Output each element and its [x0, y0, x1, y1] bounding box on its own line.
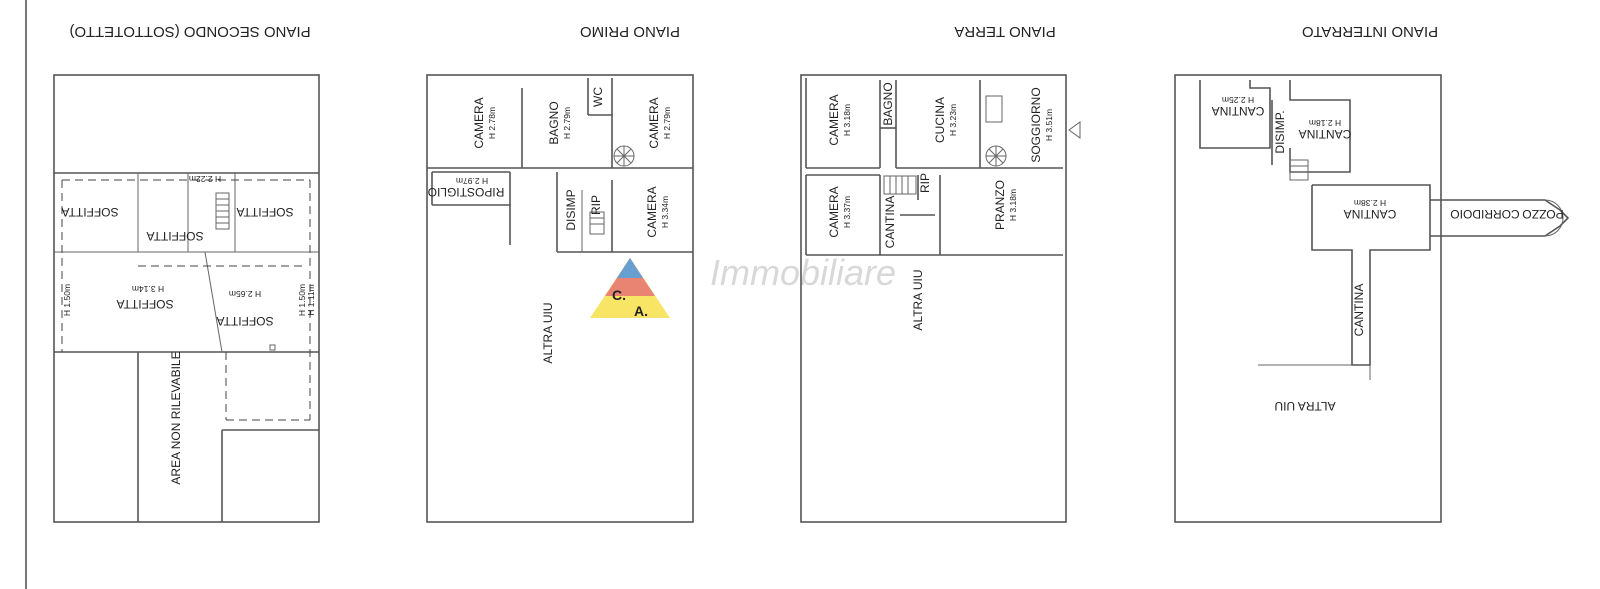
plan-piano-terra: CAMERA H 3.18m BAGNO CUCINA H 3.23m SOGG…: [800, 74, 1081, 523]
plan-piano-interrato: CANTINA H 2.25m DISIMP. CANTINA H 2.18m …: [1174, 74, 1570, 523]
watermark: Immobiliare C. A.: [590, 252, 896, 319]
height-label: H 2.25m: [1222, 95, 1254, 105]
room-bagno: BAGNO: [547, 101, 561, 144]
room-disimp: DISIMP: [564, 189, 578, 230]
room-soggiorno: SOGGIORNO: [1029, 87, 1043, 162]
height-label: H 3.14m: [132, 284, 164, 294]
room-cantina-3: CANTINA: [1344, 207, 1397, 221]
room-rip: RIP: [918, 173, 932, 193]
room-pranzo: PRANZO: [993, 180, 1007, 230]
height-label: H 2.79m: [562, 107, 572, 139]
room-bagno: BAGNO: [881, 82, 895, 125]
height-label: H 3.34m: [660, 196, 670, 228]
room-rip: RIP: [589, 195, 603, 215]
height-label: H 2.79m: [662, 107, 672, 139]
room-altra-uiu: ALTRA UIU: [541, 302, 555, 363]
outline-interrato: [1174, 74, 1442, 523]
room-camera-1: CAMERA: [827, 94, 841, 145]
room-soffitta-c: SOFFITTA: [146, 229, 203, 243]
height-label: H 2.18m: [1309, 118, 1341, 128]
height-label: H 2.78m: [487, 107, 497, 139]
height-label: H 2.38m: [1354, 198, 1386, 208]
room-cantina-4: CANTINA: [1352, 284, 1366, 337]
logo-letter-c: C.: [612, 287, 626, 303]
room-wc: WC: [591, 87, 605, 107]
room-soffitta-d: SOFFITTA: [116, 297, 173, 311]
room-altra-uiu: ALTRA UIU: [911, 269, 925, 330]
room-soffitta-a: SOFFITTA: [61, 205, 118, 219]
height-label: H 1.50m: [62, 284, 72, 316]
room-pozzo: POZZO: [1522, 207, 1563, 221]
outline-terra: [800, 74, 1067, 523]
room-area-non-rilevabile: AREA NON RILEVABILE: [169, 351, 183, 484]
height-label: H 1.11m: [306, 284, 316, 316]
room-cucina: CUCINA: [933, 97, 947, 143]
room-soffitta-e: SOFFITTA: [216, 314, 273, 328]
ca-logo: C. A.: [590, 258, 670, 319]
height-label: H 3.37m: [842, 196, 852, 228]
room-camera-1: CAMERA: [472, 97, 486, 148]
plan-piano-secondo: SOFFITTA SOFFITTA SOFFITTA SOFFITTA SOFF…: [53, 74, 320, 523]
room-camera-2: CAMERA: [647, 97, 661, 148]
height-label: H 3.51m: [1044, 109, 1054, 141]
height-label: H 3.18m: [842, 104, 852, 136]
height-label: H 3.18m: [1008, 189, 1018, 221]
title-piano-terra: PIANO TERRA: [954, 23, 1055, 40]
room-ripostiglio: RIPOSTIGLIO: [428, 185, 505, 199]
height-label: H 2.65m: [229, 289, 261, 299]
outline-secondo: [53, 74, 320, 523]
height-label: H 2.22m: [189, 174, 221, 184]
height-label: H 2.97m: [456, 176, 488, 186]
title-piano-interrato: PIANO INTERRATO: [1302, 23, 1438, 40]
room-altra-uiu: ALTRA UIU: [1274, 399, 1335, 413]
room-corridoio: CORRIDOIO: [1450, 207, 1519, 221]
room-cantina-2: CANTINA: [1299, 127, 1352, 141]
room-cantina: CANTINA: [883, 196, 897, 249]
title-piano-secondo: PIANO SECONDO (SOTTOTETTO): [69, 23, 310, 40]
watermark-text: Immobiliare: [710, 252, 896, 293]
room-soffitta-b: SOFFITTA: [236, 205, 293, 219]
logo-letter-a: A.: [634, 303, 648, 319]
room-camera-2: CAMERA: [827, 186, 841, 237]
height-label: H 3.23m: [948, 104, 958, 136]
height-label: H 1.50m: [297, 284, 307, 316]
title-piano-primo: PIANO PRIMO: [580, 23, 680, 40]
room-camera-3: CAMERA: [645, 186, 659, 237]
room-cantina-1: CANTINA: [1212, 104, 1265, 118]
titles: PIANO SECONDO (SOTTOTETTO) PIANO PRIMO P…: [69, 23, 1438, 40]
room-disimp: DISIMP.: [1273, 110, 1287, 153]
outline-primo: [426, 74, 694, 523]
plan-piano-primo: CAMERA H 2.78m BAGNO H 2.79m WC CAMERA H…: [426, 74, 694, 523]
